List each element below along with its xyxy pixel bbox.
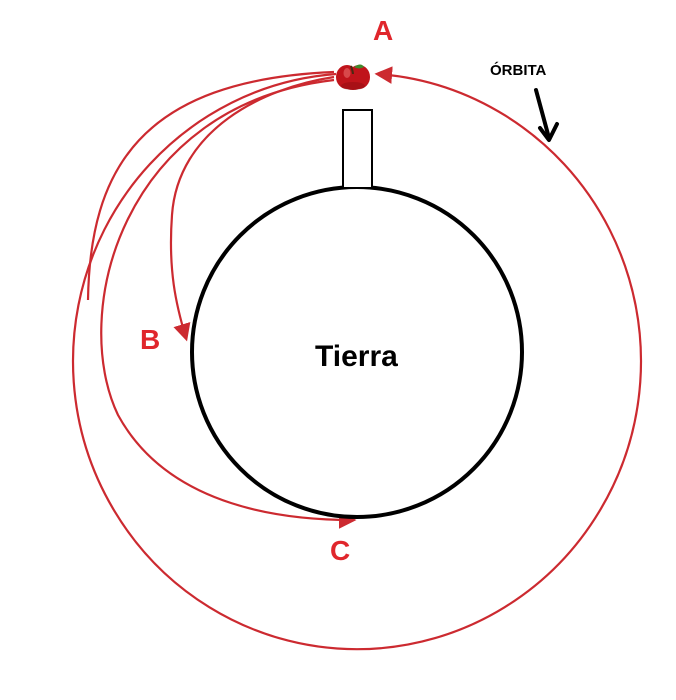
apple-icon [336, 64, 370, 90]
label-b: B [140, 324, 160, 355]
trajectory-c [100, 78, 357, 529]
arrow-down-icon [534, 88, 559, 142]
orbit-path [71, 66, 643, 651]
earth-label: Tierra [315, 340, 398, 373]
trajectory-wide [86, 70, 335, 301]
label-a: A [373, 15, 393, 46]
tower [342, 109, 373, 189]
orbit-label: ÓRBITA [490, 61, 547, 79]
label-c: C [330, 535, 350, 566]
